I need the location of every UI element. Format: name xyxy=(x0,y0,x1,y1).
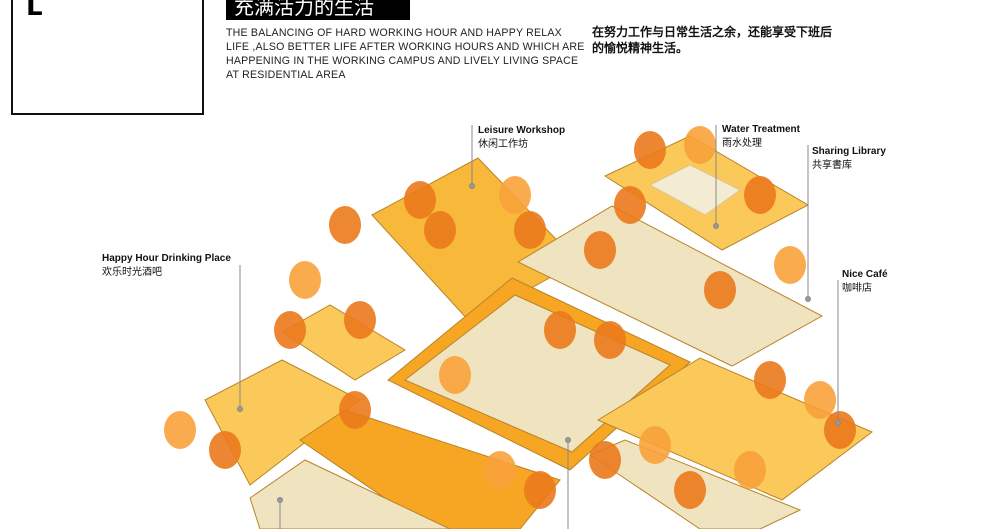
tree xyxy=(439,356,471,394)
label-cn: 共享書库 xyxy=(812,160,852,171)
tree xyxy=(744,176,776,214)
section-frame xyxy=(11,0,204,115)
tree xyxy=(614,186,646,224)
cafe-block xyxy=(596,357,873,501)
tree xyxy=(589,441,621,479)
tree xyxy=(424,211,456,249)
label-en: Water Treatment xyxy=(722,124,800,135)
tree xyxy=(704,271,736,309)
tree xyxy=(344,301,376,339)
label-cn: 雨水处理 xyxy=(722,138,762,149)
tree xyxy=(544,311,576,349)
tree xyxy=(484,451,516,489)
tree xyxy=(634,131,666,169)
label-sharing-library: Sharing Library 共享書库 xyxy=(812,145,886,173)
label-cn: 休闲工作坊 xyxy=(478,139,528,150)
tree xyxy=(289,261,321,299)
label-cn: 咖啡店 xyxy=(842,283,872,294)
tree xyxy=(639,426,671,464)
tree xyxy=(774,246,806,284)
plaza-inner xyxy=(404,294,671,453)
tree xyxy=(499,176,531,214)
tree xyxy=(404,181,436,219)
pond xyxy=(648,164,741,216)
bottom-block-b xyxy=(249,459,451,529)
tree xyxy=(164,411,196,449)
description-cn: 在努力工作与日常生活之余，还能享受下班后的愉悦精神生活。 xyxy=(592,25,833,55)
tree xyxy=(684,126,716,164)
label-happy-hour: Happy Hour Drinking Place 欢乐时光酒吧 xyxy=(102,252,231,280)
label-en: Leisure Workshop xyxy=(478,125,566,136)
tree xyxy=(329,206,361,244)
tree xyxy=(209,431,241,469)
tree xyxy=(824,411,856,449)
section-title: 充满活力的生活 xyxy=(226,0,410,20)
tree xyxy=(594,321,626,359)
section-letter: L xyxy=(26,0,43,22)
tree xyxy=(524,471,556,509)
label-cn: 欢乐时光酒吧 xyxy=(102,267,162,278)
tree xyxy=(514,211,546,249)
label-water-treatment: Water Treatment 雨水处理 xyxy=(722,123,800,151)
tree xyxy=(754,361,786,399)
label-en: Sharing Library xyxy=(812,146,886,157)
tree xyxy=(734,451,766,489)
bar-block xyxy=(281,304,406,381)
label-en: Nice Café xyxy=(842,269,888,280)
tree xyxy=(274,311,306,349)
tree xyxy=(804,381,836,419)
tree xyxy=(339,391,371,429)
tree xyxy=(674,471,706,509)
tree xyxy=(584,231,616,269)
description-en: THE BALANCING OF HARD WORKING HOUR AND H… xyxy=(226,27,585,81)
label-en: Happy Hour Drinking Place xyxy=(102,253,231,264)
label-leisure-workshop: Leisure Workshop 休闲工作坊 xyxy=(478,124,565,152)
label-nice-cafe: Nice Café 咖啡店 xyxy=(842,268,888,296)
